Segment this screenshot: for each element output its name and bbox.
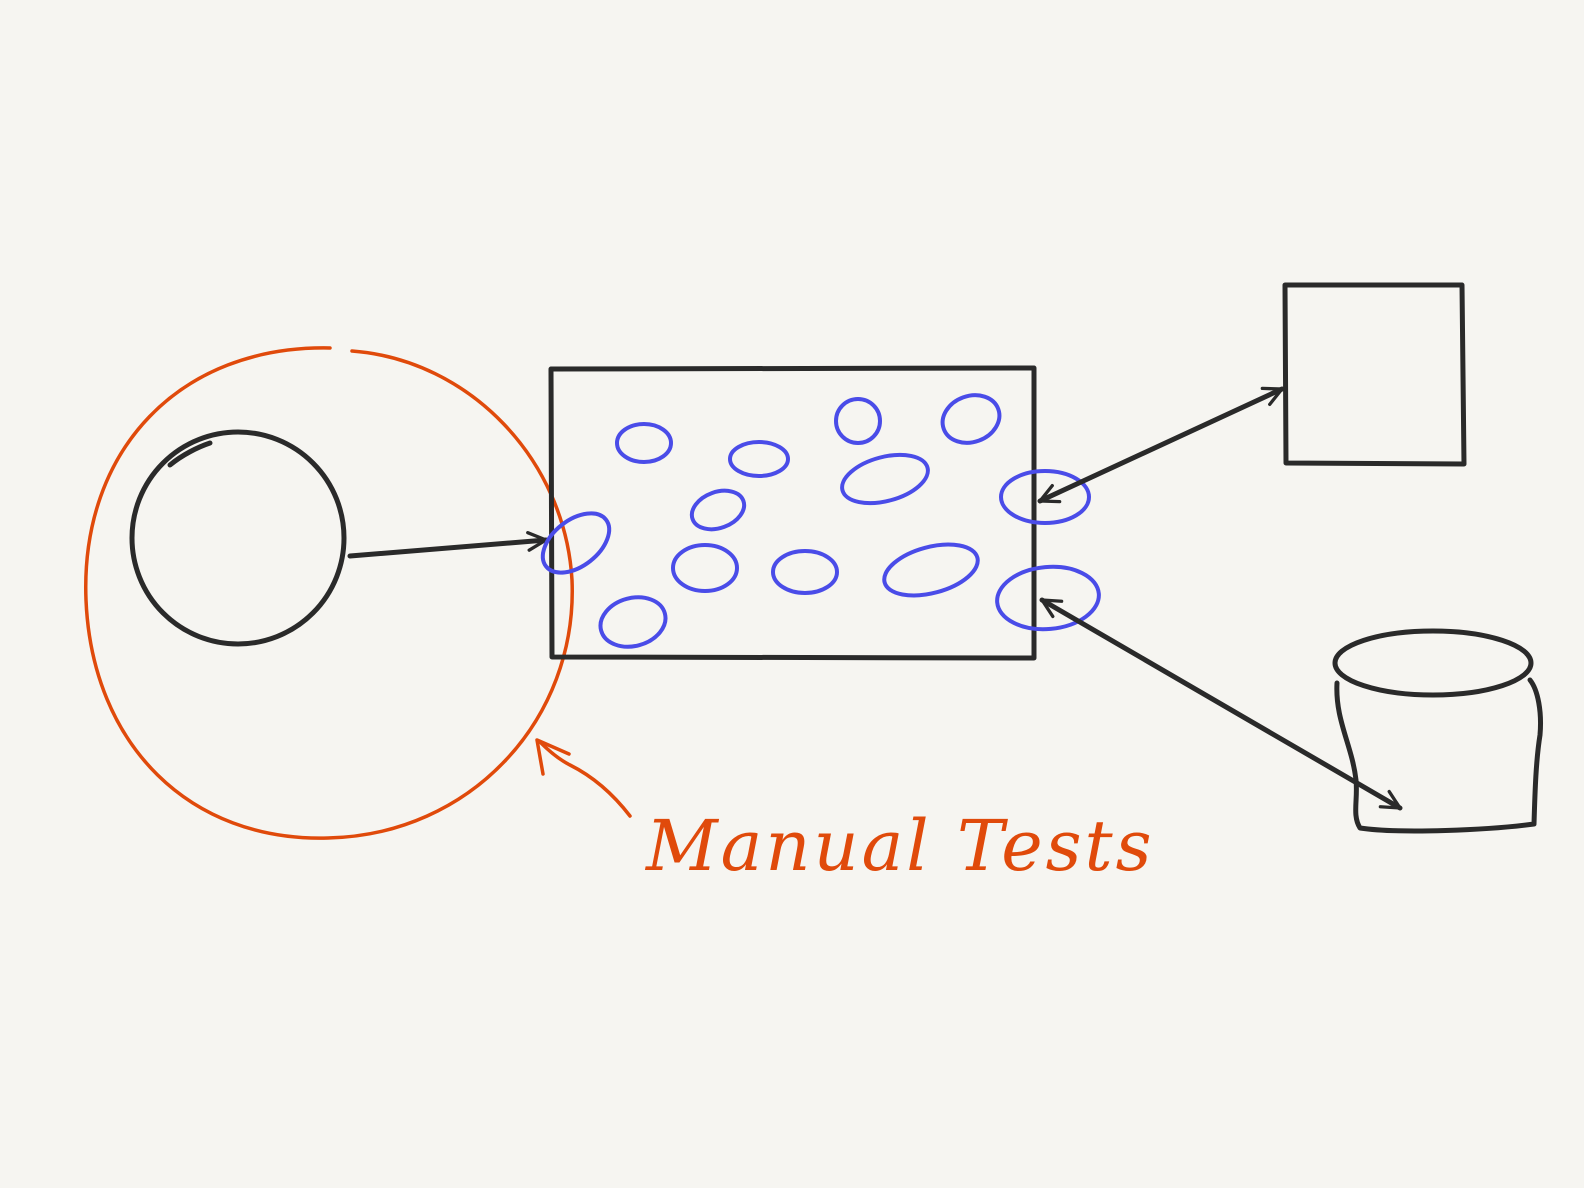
component-ellipse [728, 440, 790, 478]
manual-tests-label: Manual Tests [644, 805, 1155, 887]
database-top [1332, 628, 1534, 698]
component-ellipse [834, 397, 882, 445]
component-ellipse [882, 542, 980, 598]
component-ellipse [598, 595, 668, 649]
database-body [1334, 677, 1543, 834]
component-ellipse [615, 422, 673, 464]
arrow-app-to-service [1037, 386, 1285, 504]
ui-circle [129, 429, 347, 647]
annotation-pointer-arrow [538, 740, 632, 818]
arrow-ui-to-app [347, 531, 549, 559]
component-ellipse [540, 511, 612, 575]
manual-tests-circle [84, 346, 574, 840]
component-ellipse [689, 488, 747, 532]
application-box [548, 365, 1037, 661]
database-cylinder [1332, 628, 1543, 834]
component-ellipse [840, 452, 930, 506]
component-ellipse [940, 393, 1002, 445]
ui-circle-overlap-stroke [167, 440, 213, 468]
component-ellipse [771, 549, 839, 595]
component-ellipses [540, 393, 1101, 649]
annotation-pointer-arrowhead [535, 738, 571, 776]
arrow-app-to-database [1039, 597, 1403, 811]
external-service-box [1282, 282, 1467, 467]
component-ellipse [671, 543, 739, 593]
